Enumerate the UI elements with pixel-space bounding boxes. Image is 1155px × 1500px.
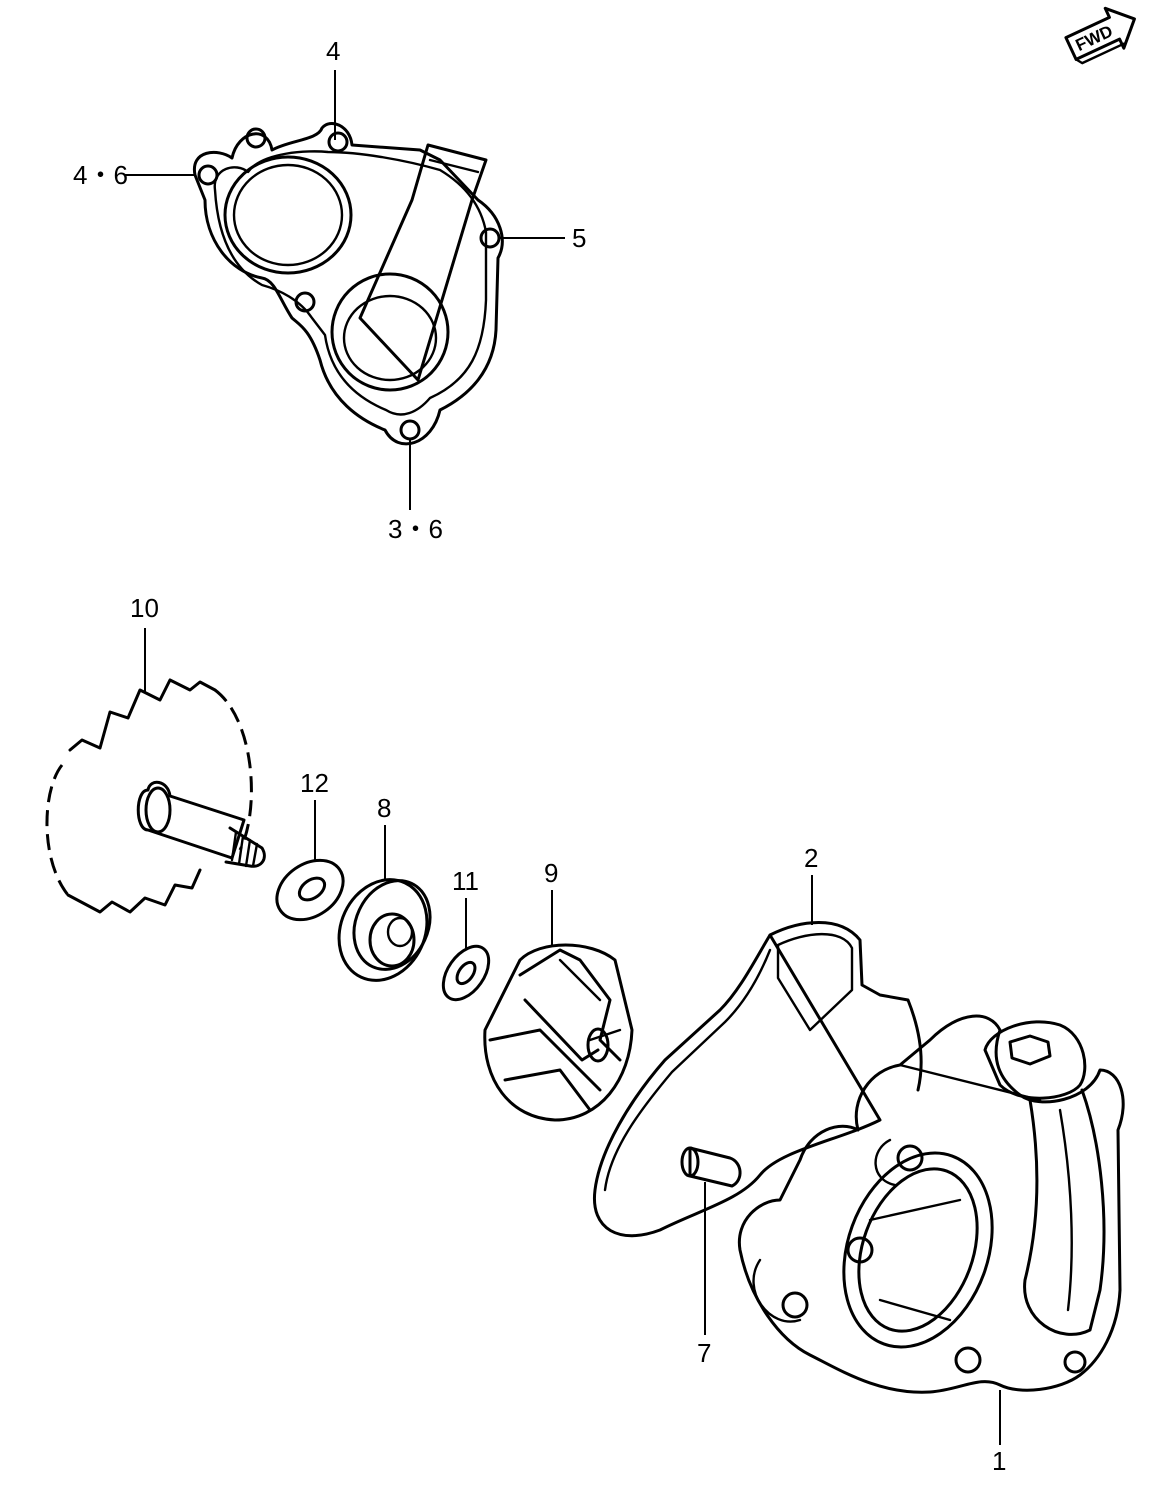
callout-4: 4 — [326, 36, 340, 66]
callout-9: 9 — [544, 858, 558, 888]
fwd-arrow-icon: FWD — [1064, 6, 1136, 65]
callout-4-6: 4・6 — [73, 160, 128, 190]
mechanical-seal-8 — [337, 878, 432, 982]
impeller-shaft-gear — [45, 678, 266, 914]
callout-5: 5 — [572, 223, 586, 253]
callout-1: 1 — [992, 1446, 1006, 1476]
impeller-9 — [483, 943, 634, 1122]
callout-3-6: 3・6 — [388, 514, 443, 544]
callout-12: 12 — [300, 768, 329, 798]
callout-10: 10 — [130, 593, 159, 623]
callout-labels: 4 4・6 5 3・6 10 12 8 11 9 2 7 1 — [73, 36, 1006, 1476]
dowel-pin-7 — [680, 1146, 742, 1188]
callout-8: 8 — [377, 793, 391, 823]
callout-11: 11 — [452, 866, 479, 896]
callout-2: 2 — [804, 843, 818, 873]
pump-cover — [192, 122, 504, 446]
leader-lines — [125, 70, 1001, 1445]
pump-case-1 — [737, 1014, 1125, 1394]
washer-12 — [275, 858, 345, 922]
gasket-2 — [592, 921, 923, 1238]
callout-7: 7 — [697, 1338, 711, 1368]
washer-11 — [441, 944, 491, 1002]
